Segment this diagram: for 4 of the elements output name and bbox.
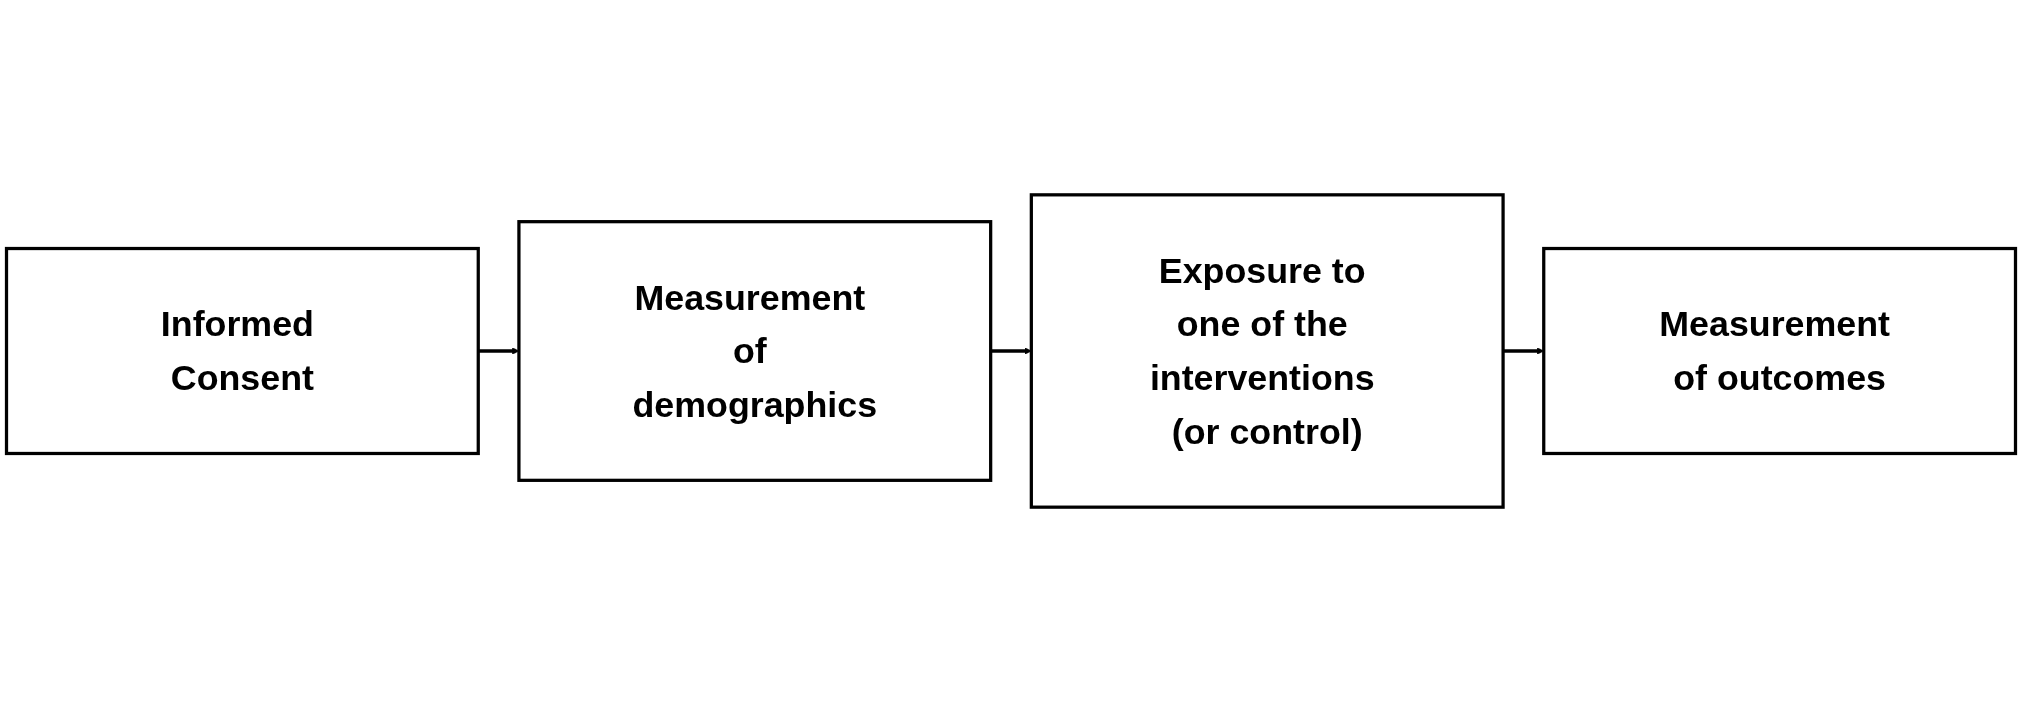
node-box: Exposure to one of the interventions (or control): [1029, 193, 1505, 509]
node-box: Measurement of demographics: [517, 220, 993, 482]
node-box: Measurement of outcomes: [1542, 246, 2018, 456]
node-box: Informed Consent: [4, 246, 480, 456]
